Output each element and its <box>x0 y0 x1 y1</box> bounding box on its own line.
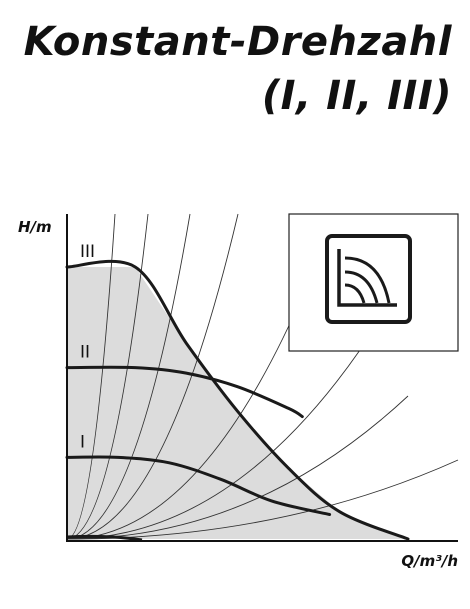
chart-title-line2: (I, II, III) <box>261 73 452 119</box>
operating-region-fill <box>67 267 408 539</box>
series-line-3 <box>65 455 332 516</box>
baseline-curve <box>66 534 143 542</box>
constant-speed-curves-icon <box>325 234 412 324</box>
system-curve-4 <box>66 213 239 540</box>
pump-curves <box>65 259 410 542</box>
series-line-1 <box>65 259 410 541</box>
series-label-2: II <box>80 343 90 363</box>
y-axis-label: H/m <box>18 218 52 236</box>
x-axis-label: Q/m³/h <box>401 552 458 570</box>
series-label-1: III <box>80 242 95 262</box>
system-curve-5 <box>66 289 306 540</box>
chart-title-line1: Konstant-Drehzahl <box>23 19 452 65</box>
series-label-3: I <box>80 432 85 452</box>
series-line-2 <box>65 365 304 419</box>
